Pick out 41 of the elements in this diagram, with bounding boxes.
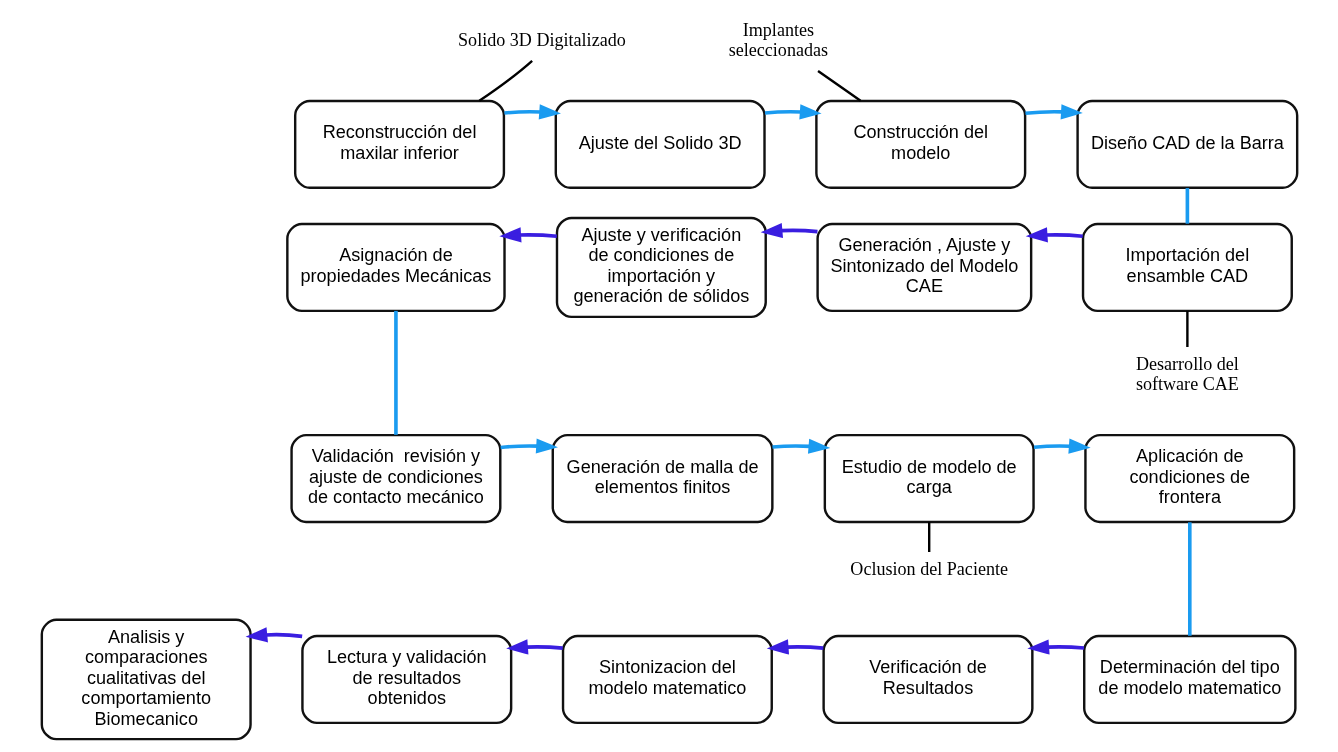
connector [478, 60, 533, 102]
connector [1187, 522, 1192, 636]
arrow [503, 104, 561, 120]
connector [1185, 188, 1189, 224]
node-box: Verificación de Resultados [821, 634, 1034, 725]
node-box: Validación revisión y ajuste de condiciones de contacto mecánico [289, 433, 501, 524]
node-box: Ajuste y verificación de condiciones de importación y generación de sólidos [555, 216, 767, 319]
arrow [764, 104, 822, 120]
connector [816, 69, 861, 102]
node-box: Analisis y comparaciones cualitativas del comportamiento Biomecanico [40, 618, 252, 741]
node-text: Desarrollo del software CAE [1135, 353, 1239, 395]
arrow [505, 639, 563, 655]
arrow [245, 627, 302, 643]
node-box: Determinación del tipo de modelo matematico [1082, 634, 1297, 725]
node-box: Generación de malla de elementos finitos [551, 433, 774, 524]
node-box: Construcción del modelo [814, 99, 1026, 189]
arrow [1026, 639, 1084, 655]
node-box: Diseño CAD de la Barra [1075, 99, 1298, 189]
arrow [1033, 438, 1091, 454]
connector [927, 522, 930, 552]
arrow [498, 227, 557, 243]
node-box: Asignación de propiedades Mecánicas [285, 222, 506, 313]
node-box: Generación , Ajuste y Sintonizado del Modelo CAE [815, 222, 1032, 313]
arrow [499, 438, 558, 454]
arrow [1025, 227, 1083, 243]
arrow [771, 438, 830, 454]
node-box: Importación del ensamble CAD [1081, 222, 1293, 313]
node-box: Sintonizacion del modelo matematico [561, 634, 773, 725]
arrow [1024, 104, 1083, 120]
connector [1185, 310, 1189, 347]
node-text: Solido 3D Digitalizado [457, 30, 626, 51]
node-box: Estudio de modelo de carga [823, 433, 1035, 524]
node-text: Implantes seleccionadas [728, 19, 828, 61]
node-box: Reconstrucción del maxilar inferior [293, 99, 505, 189]
connector [393, 310, 398, 435]
arrow [766, 639, 823, 655]
node-text: Oclusion del Paciente [849, 559, 1008, 580]
node-box: Aplicación de condiciones de frontera [1083, 433, 1295, 524]
node-box: Ajuste del Solido 3D [554, 99, 766, 189]
node-box: Lectura y validación de resultados obtenidos [300, 634, 512, 725]
arrow [760, 222, 818, 239]
